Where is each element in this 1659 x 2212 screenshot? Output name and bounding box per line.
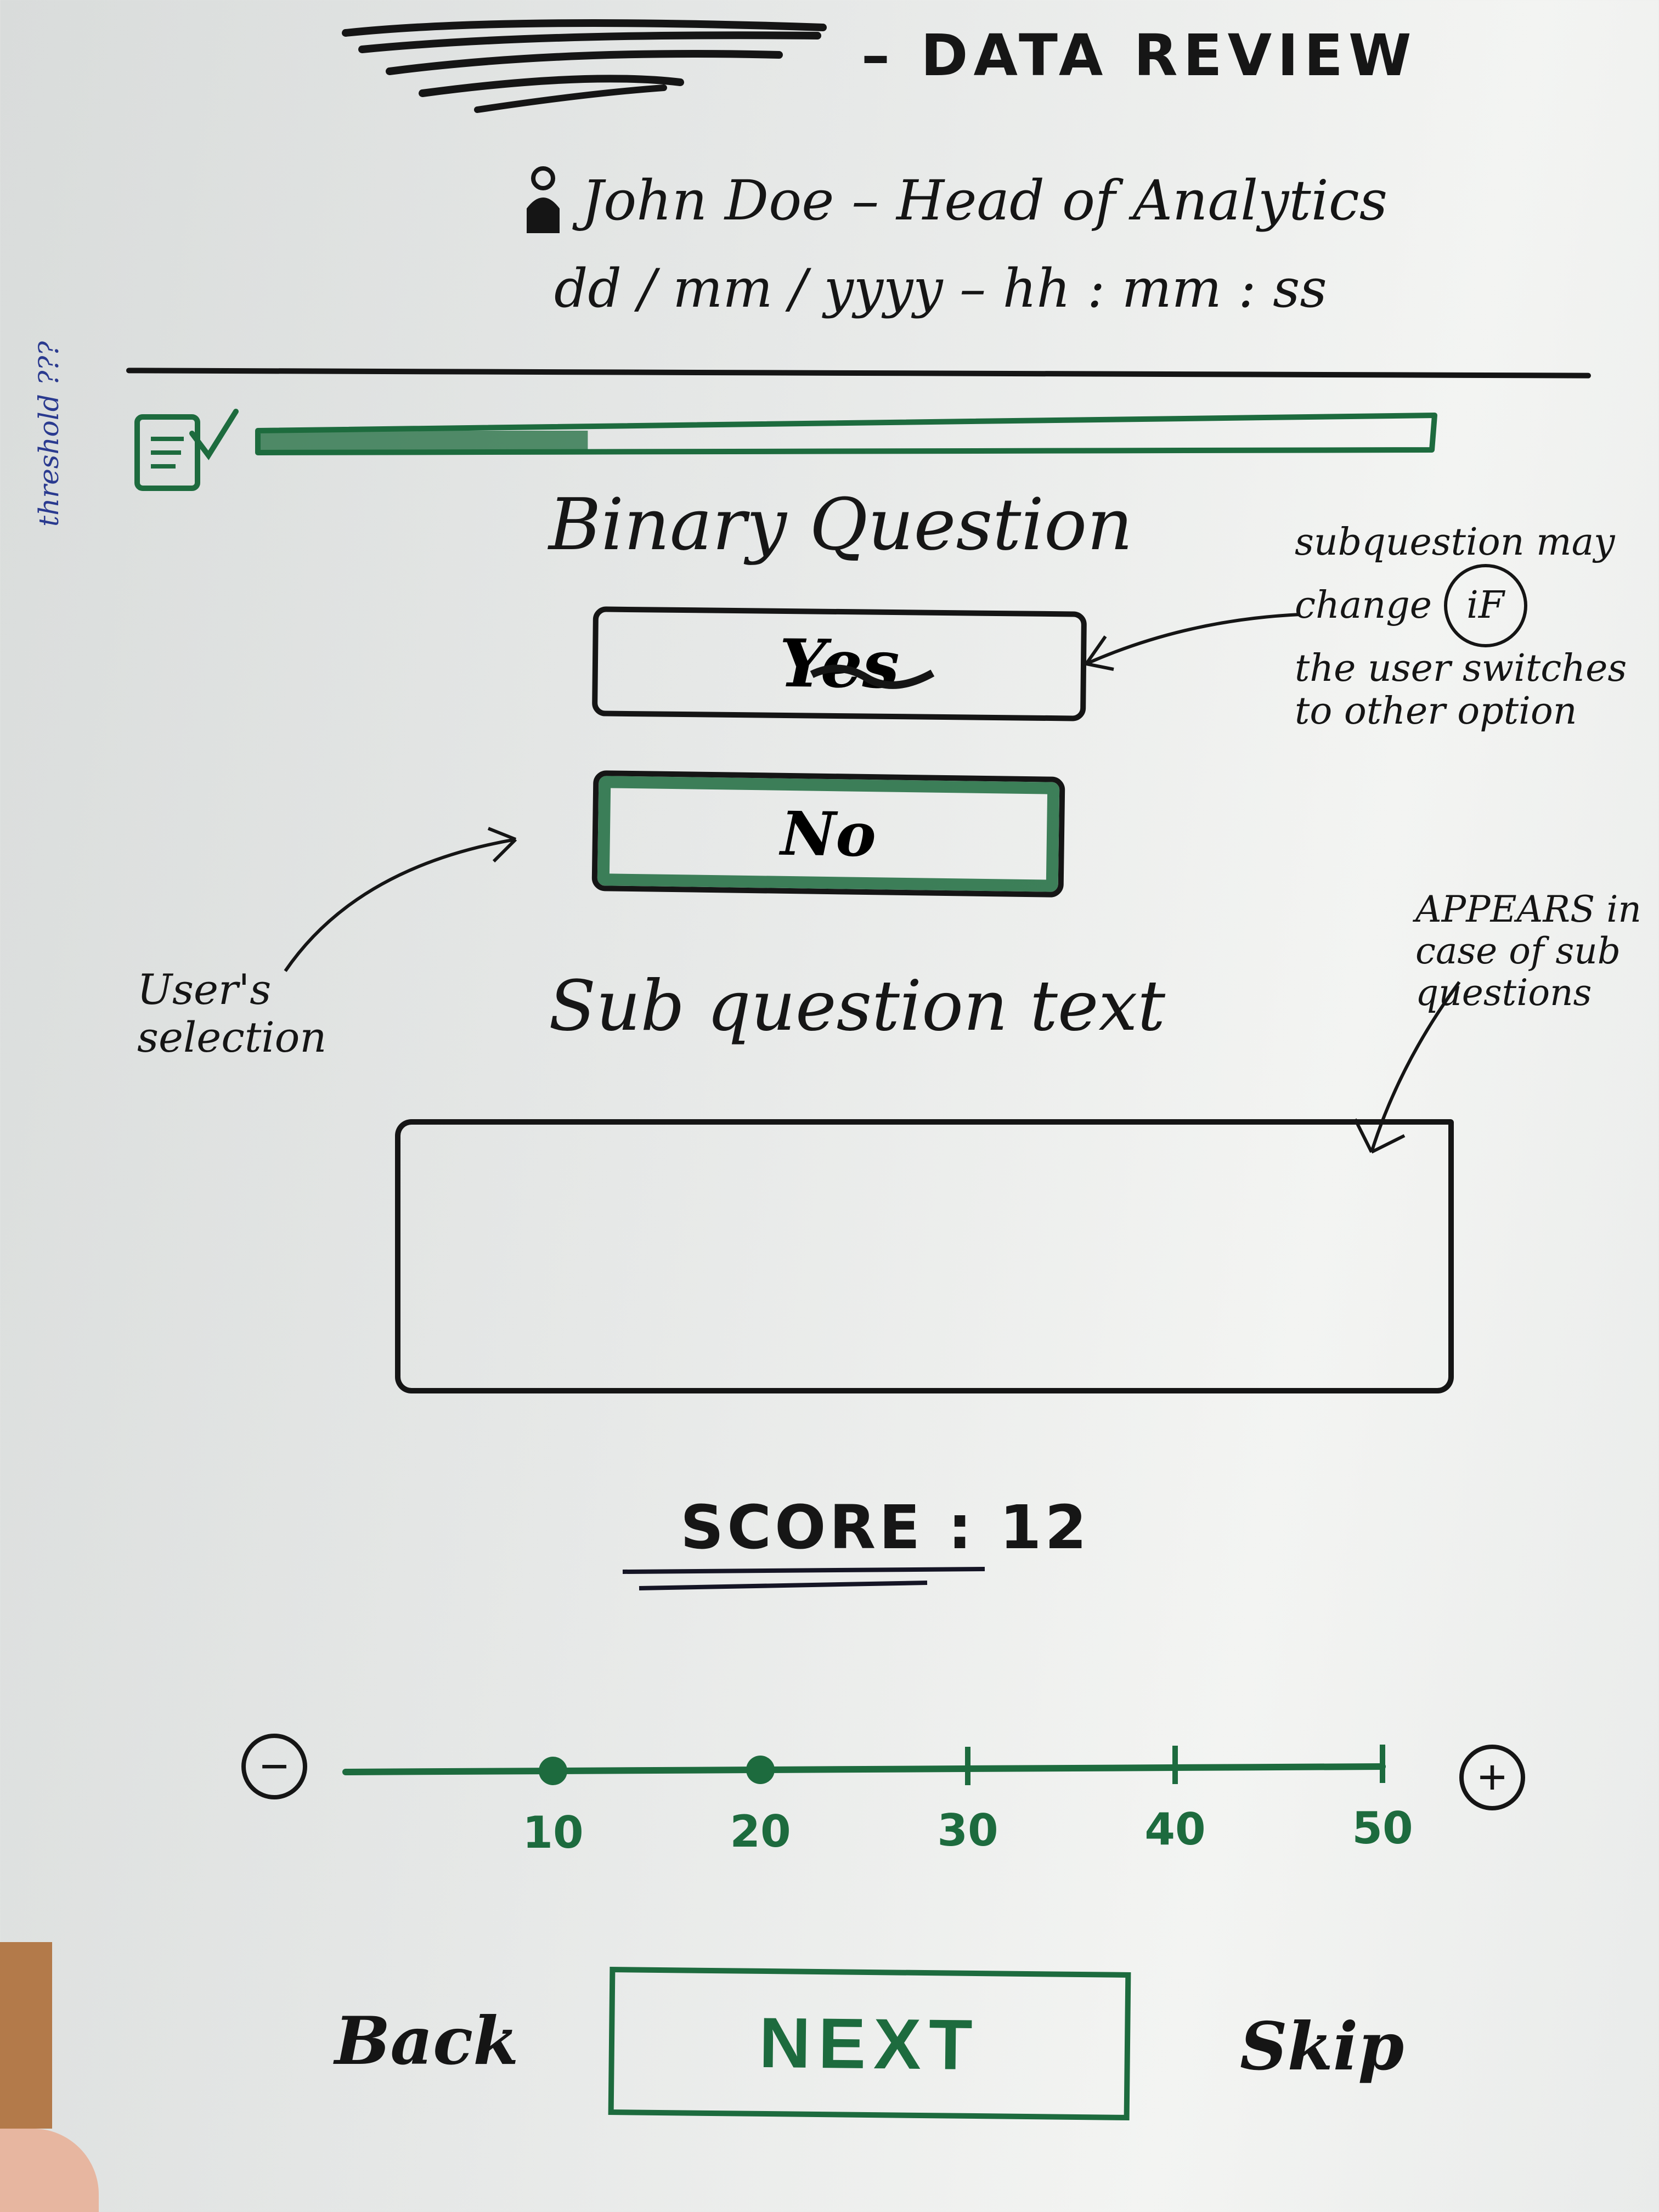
slider-tick-label-40: 40 bbox=[1144, 1804, 1205, 1855]
table-edge bbox=[0, 1942, 52, 2129]
score-label: SCORE : 12 bbox=[680, 1492, 1090, 1562]
slider-track[interactable] bbox=[342, 1763, 1386, 1775]
annotation-arrow-selection bbox=[284, 827, 517, 972]
progress-bar bbox=[255, 413, 1437, 455]
annotation-if-circle: iF bbox=[1443, 564, 1527, 648]
user-row: John Doe – Head of Analytics bbox=[521, 159, 1387, 241]
annotation-arrow-yes bbox=[1085, 613, 1301, 671]
option-no-button[interactable]: No bbox=[591, 770, 1065, 898]
progress-fill bbox=[261, 431, 588, 450]
page-title: – DATA REVIEW bbox=[861, 22, 1417, 89]
strike-scribble bbox=[810, 664, 935, 689]
survey-check-icon bbox=[134, 409, 239, 491]
annotation-user-selection: User's selection bbox=[137, 965, 327, 1062]
annotation-appears: APPEARS in case of sub questions bbox=[1415, 888, 1641, 1014]
skip-button[interactable]: Skip bbox=[1240, 2008, 1404, 2085]
decrease-score-button[interactable]: − bbox=[241, 1734, 307, 1799]
slider-mark-20[interactable] bbox=[746, 1756, 775, 1784]
user-icon bbox=[527, 166, 560, 233]
score-underline bbox=[622, 1567, 985, 1590]
score-slider[interactable]: 10 20 30 40 50 bbox=[329, 1728, 1426, 1871]
slider-tick-label-30: 30 bbox=[937, 1805, 998, 1856]
finger bbox=[0, 2129, 99, 2212]
next-button[interactable]: NEXT bbox=[608, 1967, 1131, 2120]
question-title: Binary Question bbox=[549, 483, 1133, 566]
slider-tick-label-20: 20 bbox=[730, 1806, 791, 1857]
minus-icon: − bbox=[259, 1739, 289, 1794]
annotation-subquestion-tail: the user switches to other option bbox=[1295, 647, 1627, 733]
timestamp: dd / mm / yyyy – hh : mm : ss bbox=[554, 258, 1327, 319]
slider-tick-label-10: 10 bbox=[522, 1807, 583, 1858]
option-yes-button[interactable]: Yes bbox=[591, 606, 1087, 721]
slider-tick-label-50: 50 bbox=[1352, 1803, 1413, 1854]
slider-mark-10[interactable] bbox=[539, 1757, 567, 1785]
back-button[interactable]: Back bbox=[335, 2002, 519, 2080]
annotation-subquestion-text: subquestion may change bbox=[1295, 521, 1615, 628]
user-name: John Doe – Head of Analytics bbox=[582, 168, 1388, 233]
annotation-subquestion: subquestion may change iF the user switc… bbox=[1295, 521, 1646, 733]
scribbled-title bbox=[342, 19, 827, 113]
plus-icon: + bbox=[1477, 1750, 1507, 1805]
increase-score-button[interactable]: + bbox=[1459, 1745, 1525, 1810]
sub-question-input[interactable] bbox=[395, 1119, 1454, 1393]
sub-question-title: Sub question text bbox=[549, 966, 1166, 1046]
header-divider bbox=[126, 368, 1592, 379]
option-no-label: No bbox=[780, 798, 877, 870]
margin-scribble: threshold ??? bbox=[33, 341, 65, 527]
